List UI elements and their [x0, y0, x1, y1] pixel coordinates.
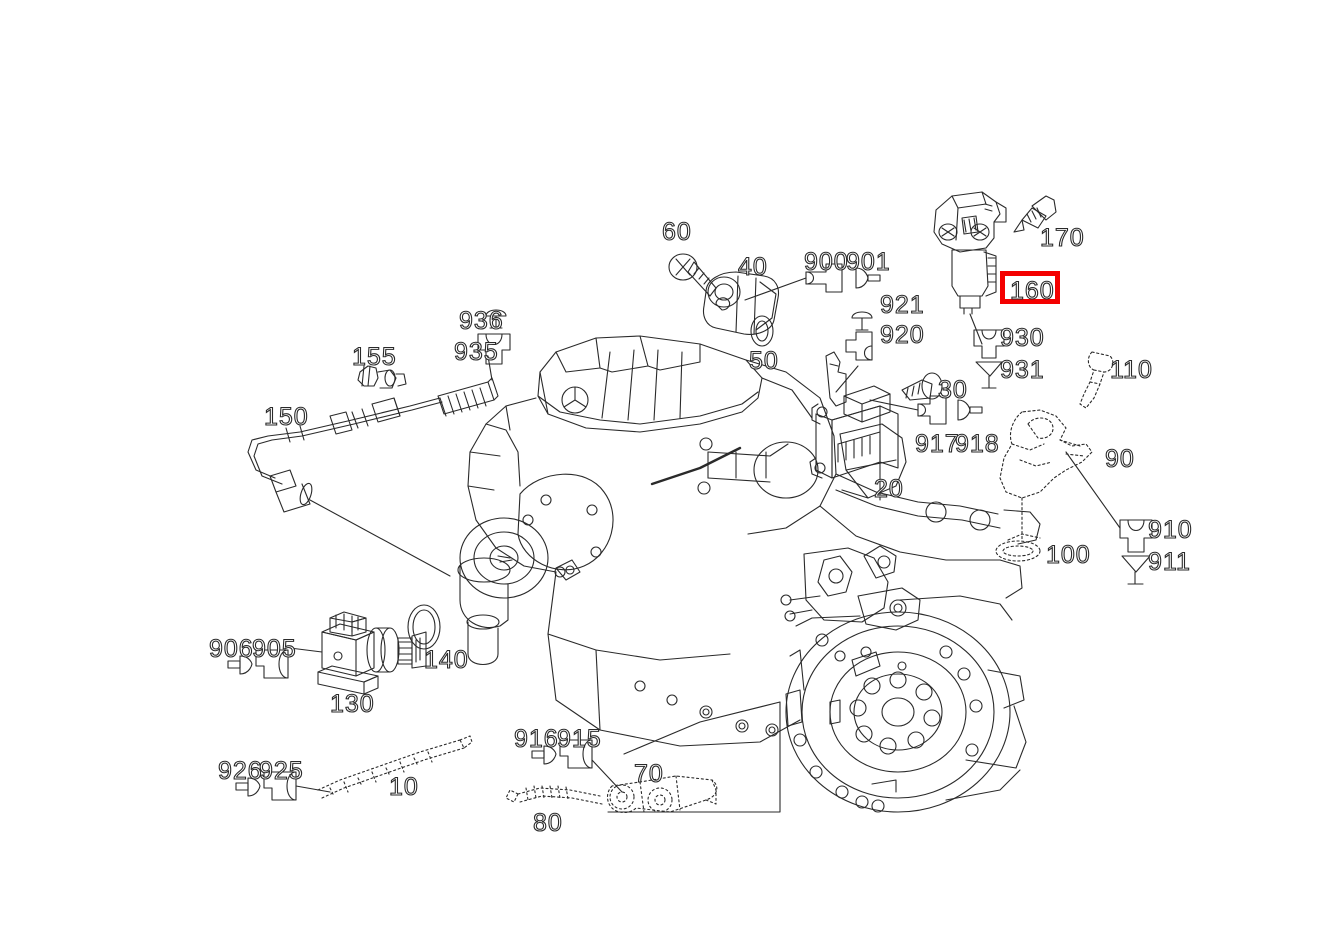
part-936-connector-pin [485, 309, 507, 329]
label-80: 80 [532, 809, 563, 837]
part-920-connector-socket [835, 331, 873, 393]
label-911: 911 [1147, 548, 1191, 576]
part-917-connector-socket [869, 395, 947, 425]
part-140-oring [407, 604, 441, 650]
label-916: 916 [513, 725, 559, 753]
part-900-connector-socket [744, 263, 843, 301]
label-918: 918 [954, 430, 1000, 458]
label-935: 935 [453, 338, 499, 366]
label-901: 901 [845, 248, 891, 276]
label-930: 930 [999, 324, 1045, 352]
engine-assembly [457, 335, 1041, 813]
part-100-seal [995, 540, 1041, 562]
part-90-bracket [999, 409, 1093, 541]
label-906: 906 [208, 635, 254, 663]
label-130: 130 [329, 690, 375, 718]
part-110-screw [1079, 351, 1114, 409]
label-917: 917 [914, 430, 960, 458]
label-926: 926 [217, 757, 263, 785]
part-910-connector-socket [1065, 451, 1153, 553]
part-906-connector-pin [227, 655, 253, 675]
part-130-sensor [289, 611, 427, 695]
part-901-connector-pin [855, 267, 881, 289]
part-10-wiring-harness [317, 735, 473, 799]
label-100: 100 [1045, 541, 1091, 569]
label-155: 155 [351, 343, 397, 371]
part-916-connector-pin [531, 745, 557, 765]
label-900: 900 [803, 248, 849, 276]
label-50: 50 [748, 347, 779, 375]
part-935-connector-socket [477, 333, 511, 365]
label-160: 160 [1009, 277, 1055, 305]
part-30-bolt [901, 372, 943, 401]
part-20-control-module [809, 351, 899, 479]
label-915: 915 [556, 725, 602, 753]
label-140: 140 [423, 646, 469, 674]
part-921-connector-pin [851, 311, 873, 331]
label-925: 925 [258, 757, 304, 785]
part-80-cable [505, 785, 603, 805]
label-905: 905 [251, 635, 297, 663]
label-931: 931 [999, 356, 1045, 384]
part-930-connector-socket [973, 329, 1005, 359]
part-915-connector-socket [559, 739, 623, 793]
part-170-screw [1013, 195, 1057, 233]
part-60-bolt [668, 253, 717, 297]
part-911-connector-pin [1121, 555, 1151, 585]
label-910: 910 [1147, 516, 1193, 544]
label-30: 30 [937, 376, 968, 404]
label-920: 920 [879, 321, 925, 349]
part-905-connector-socket [255, 649, 289, 679]
label-10: 10 [388, 773, 419, 801]
label-110: 110 [1109, 356, 1153, 384]
label-936: 936 [458, 307, 504, 335]
leader-engine-to-70 [607, 701, 781, 813]
part-155-clamp [357, 365, 407, 389]
highlight-box-160: 160 [1000, 271, 1060, 304]
part-50-oring [750, 315, 774, 347]
part-926-connector-pin [235, 777, 261, 797]
part-40-valve-unit [702, 271, 780, 335]
label-70: 70 [633, 760, 664, 788]
label-90: 90 [1104, 445, 1135, 473]
part-931-connector-pin [975, 361, 1003, 389]
part-160-sensor-assembly [933, 191, 1007, 345]
label-150: 150 [263, 403, 309, 431]
part-70-sensor [606, 775, 718, 814]
label-20: 20 [873, 475, 904, 503]
label-921: 921 [879, 291, 925, 319]
part-925-connector-socket [263, 771, 331, 801]
label-170: 170 [1039, 224, 1085, 252]
part-918-connector-pin [957, 399, 983, 421]
label-40: 40 [737, 253, 768, 281]
label-60: 60 [661, 218, 692, 246]
part-150-sensor-cable [247, 355, 499, 577]
